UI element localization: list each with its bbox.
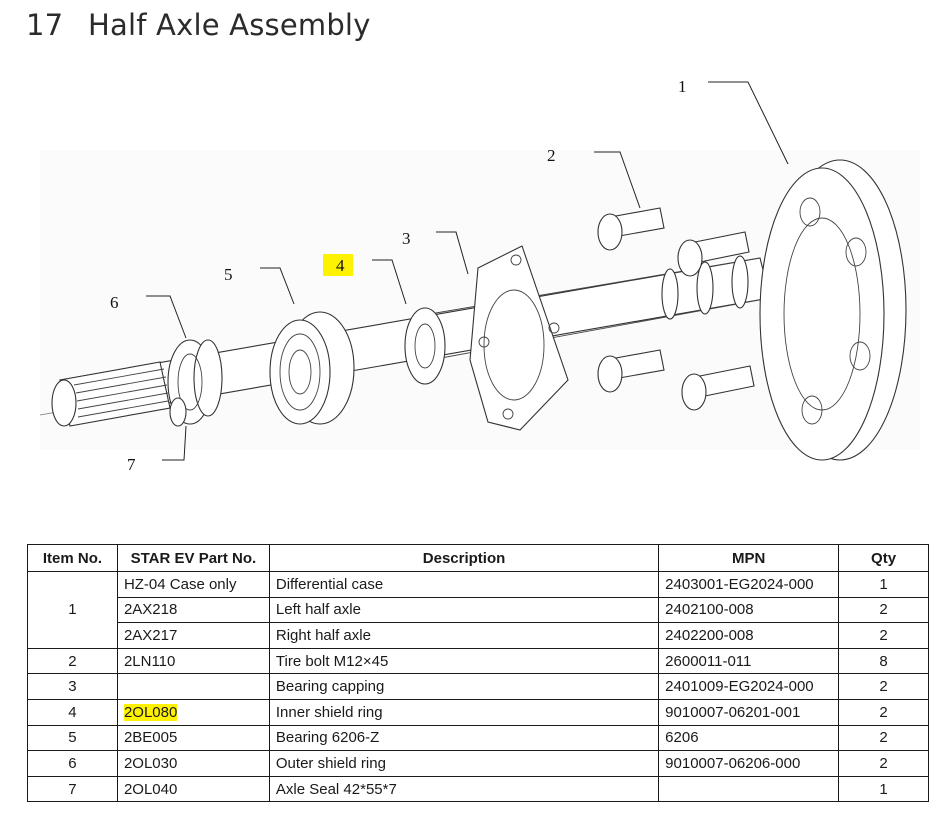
cell-description: Axle Seal 42*55*7 <box>268 775 660 803</box>
callout-6: 6 <box>110 293 187 339</box>
cell-part-no: 2AX218 <box>116 596 270 624</box>
cell-item-no: 6 <box>27 750 118 777</box>
table-row: 6 2OL030 Outer shield ring 9010007-06206… <box>27 750 929 777</box>
table-row: 1 HZ-04 Case only Differential case 2403… <box>27 571 929 649</box>
bearing <box>269 311 355 425</box>
cell-qty: 2 <box>838 673 929 700</box>
cell-mpn: 2402100-008 <box>658 596 840 624</box>
cell-mpn: 2403001-EG2024-000 <box>658 571 840 598</box>
callout-label-2: 2 <box>547 146 556 165</box>
header-description: Description <box>268 544 660 572</box>
tire-bolts <box>597 207 755 411</box>
callout-label-1: 1 <box>678 77 687 96</box>
cell-part-no: 2AX217 <box>116 622 270 649</box>
cell-description: Inner shield ring <box>268 698 660 726</box>
bearing-capping-plate <box>469 245 569 431</box>
callout-5: 5 <box>224 265 295 305</box>
cell-mpn <box>658 775 840 803</box>
hub-flange <box>759 159 907 461</box>
table-header-row: Item No. STAR EV Part No. Description MP… <box>27 544 929 572</box>
table-row: 3 Bearing capping 2401009-EG2024-000 2 <box>27 673 929 700</box>
cell-qty: 1 <box>838 571 929 598</box>
cell-qty: 2 <box>838 698 929 726</box>
cell-item-no: 1 <box>27 571 118 649</box>
table-row: 2AX218 Left half axle 2402100-008 2 <box>28 596 929 624</box>
cell-item-no: 4 <box>27 698 118 726</box>
cell-mpn: 9010007-06201-001 <box>658 698 840 726</box>
half-axle-exploded-diagram: 1 2 3 4 5 6 7 <box>39 77 920 474</box>
cell-qty: 8 <box>838 647 929 675</box>
cell-part-no <box>116 673 270 700</box>
parts-table: Item No. STAR EV Part No. Description MP… <box>27 544 929 803</box>
cell-description: Right half axle <box>268 622 660 649</box>
cell-part-no: 2LN110 <box>116 647 270 675</box>
cell-mpn: 2402200-008 <box>658 622 840 649</box>
callout-label-3: 3 <box>402 229 411 248</box>
axle-seal <box>169 397 187 427</box>
cell-qty: 2 <box>838 724 929 752</box>
cell-mpn: 2600011-011 <box>658 647 840 675</box>
cell-description: Bearing 6206-Z <box>268 724 660 752</box>
cell-part-no: 2OL040 <box>116 775 270 803</box>
header-part-no: STAR EV Part No. <box>116 544 270 572</box>
cell-item-no: 2 <box>27 647 118 675</box>
callout-label-6: 6 <box>110 293 119 312</box>
callout-4-highlight <box>323 254 353 276</box>
highlighted-part-no: 2OL080 <box>123 703 178 721</box>
cell-qty: 2 <box>838 750 929 777</box>
cell-description: Outer shield ring <box>268 750 660 777</box>
cell-mpn: 9010007-06206-000 <box>658 750 840 777</box>
header-mpn: MPN <box>658 544 840 572</box>
cell-qty: 2 <box>838 596 929 624</box>
cell-item-no: 7 <box>27 775 118 803</box>
callout-label-5: 5 <box>224 265 233 284</box>
cell-part-no: HZ-04 Case only <box>116 571 270 598</box>
cell-description: Left half axle <box>268 596 660 624</box>
cell-part-no: 2BE005 <box>116 724 270 752</box>
cell-description: Differential case <box>268 571 660 598</box>
callout-7: 7 <box>127 425 187 474</box>
table-row: 2AX217 Right half axle 2402200-008 2 <box>28 622 929 649</box>
callout-1: 1 <box>678 77 789 165</box>
cell-mpn: 6206 <box>658 724 840 752</box>
callout-label-4: 4 <box>336 256 345 275</box>
inner-shield-ring <box>404 307 446 385</box>
callout-2: 2 <box>547 146 641 209</box>
cell-mpn: 2401009-EG2024-000 <box>658 673 840 700</box>
table-row: 7 2OL040 Axle Seal 42*55*7 1 <box>27 775 929 803</box>
splined-end <box>51 361 171 427</box>
cell-qty: 2 <box>838 622 929 649</box>
callout-3: 3 <box>402 229 469 275</box>
page-title: 17 Half Axle Assembly <box>26 8 371 42</box>
cell-description: Tire bolt M12×45 <box>268 647 660 675</box>
table-row: 5 2BE005 Bearing 6206-Z 6206 2 <box>27 724 929 752</box>
section-title: Half Axle Assembly <box>88 8 371 42</box>
cell-qty: 1 <box>838 775 929 803</box>
cell-description: Bearing capping <box>268 673 660 700</box>
cell-part-no: 2OL030 <box>116 750 270 777</box>
header-item-no: Item No. <box>27 544 118 572</box>
callout-4: 4 <box>323 254 407 305</box>
callout-label-7: 7 <box>127 455 136 474</box>
header-qty: Qty <box>838 544 929 572</box>
table-row: 2 2LN110 Tire bolt M12×45 2600011-011 8 <box>27 647 929 675</box>
cell-item-no: 3 <box>27 673 118 700</box>
cell-item-no: 5 <box>27 724 118 752</box>
cell-part-no: 2OL080 <box>116 698 270 726</box>
table-row: 4 2OL080 Inner shield ring 9010007-06201… <box>27 698 929 726</box>
section-number: 17 <box>26 8 64 42</box>
